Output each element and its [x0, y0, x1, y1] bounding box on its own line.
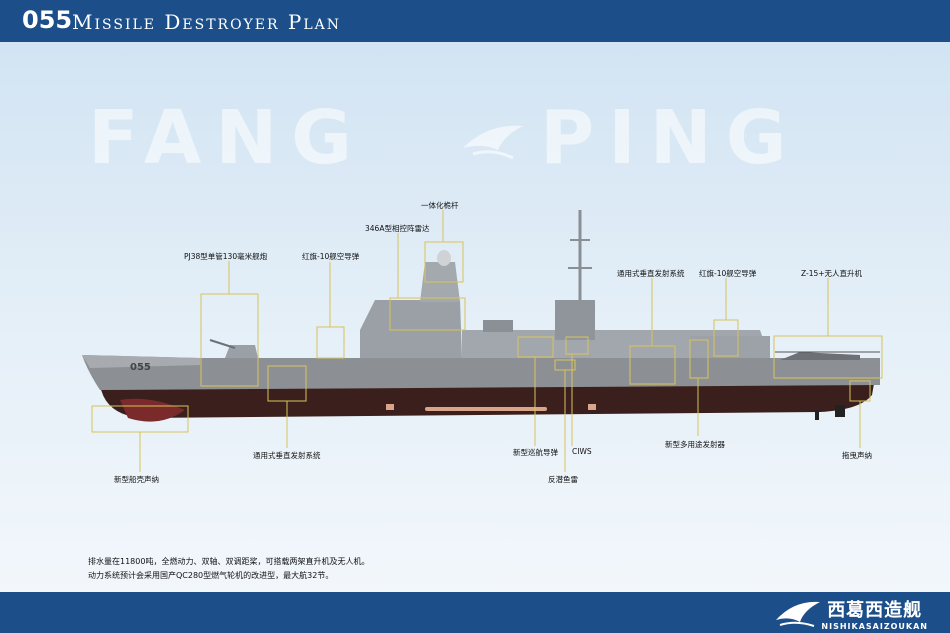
hull-number: 055 [130, 362, 151, 373]
brand-cn: 西葛西造舰 [827, 600, 923, 621]
label-vls-fore: 通用式垂直发射系统 [253, 451, 321, 460]
brand: 西葛西造舰 NISHIKASAIZOUKAN [821, 596, 928, 631]
label-ciws: CIWS [572, 447, 592, 456]
label-torpedo: 反潜鱼雷 [548, 475, 578, 484]
helicopter-shape [780, 352, 860, 360]
brand-en: NISHIKASAIZOUKAN [821, 622, 928, 631]
label-mast: 一体化桅杆 [421, 201, 459, 210]
torpedo-door [425, 407, 547, 411]
label-vls-aft: 通用式垂直发射系统 [617, 269, 685, 278]
footer-bar: 西葛西造舰 NISHIKASAIZOUKAN [0, 592, 950, 633]
label-towed-sonar: 拖曳声纳 [842, 451, 872, 460]
label-hq10-aft: 红旗-10舰空导弹 [699, 269, 757, 278]
label-hq10-fore: 红旗-10舰空导弹 [302, 252, 360, 261]
brand-bird-icon [776, 601, 820, 627]
label-launcher: 新型多用途发射器 [665, 440, 725, 449]
note-line-1: 排水量在11800吨，全燃动力、双轴、双调距桨，可搭载两架直升机及无人机。 [88, 557, 370, 566]
label-bow-sonar: 新型船壳声纳 [114, 475, 159, 484]
header-title: Missile Destroyer Plan [72, 10, 342, 34]
watermark-left: FANG [88, 95, 366, 181]
header-bar: 055 Missile Destroyer Plan [0, 0, 950, 42]
aft-tower [555, 300, 595, 340]
label-helicopter: Z-15+无人直升机 [801, 269, 863, 278]
label-gun: PJ38型单管130毫米舰炮 [184, 252, 268, 261]
fore-superstructure [360, 300, 462, 358]
label-cruise-missile: 新型巡航导弹 [513, 448, 558, 457]
watermark-right: PING [540, 95, 801, 181]
header-code: 055 [22, 6, 73, 34]
label-radar: 346A型相控阵雷达 [365, 224, 430, 233]
watermark-bird-icon [463, 125, 523, 160]
ship-upper-hull [82, 355, 880, 390]
note-line-2: 动力系统预计会采用国产QC280型燃气轮机的改进型，最大航32节。 [88, 571, 334, 580]
bow-sonar-dome [120, 398, 185, 422]
